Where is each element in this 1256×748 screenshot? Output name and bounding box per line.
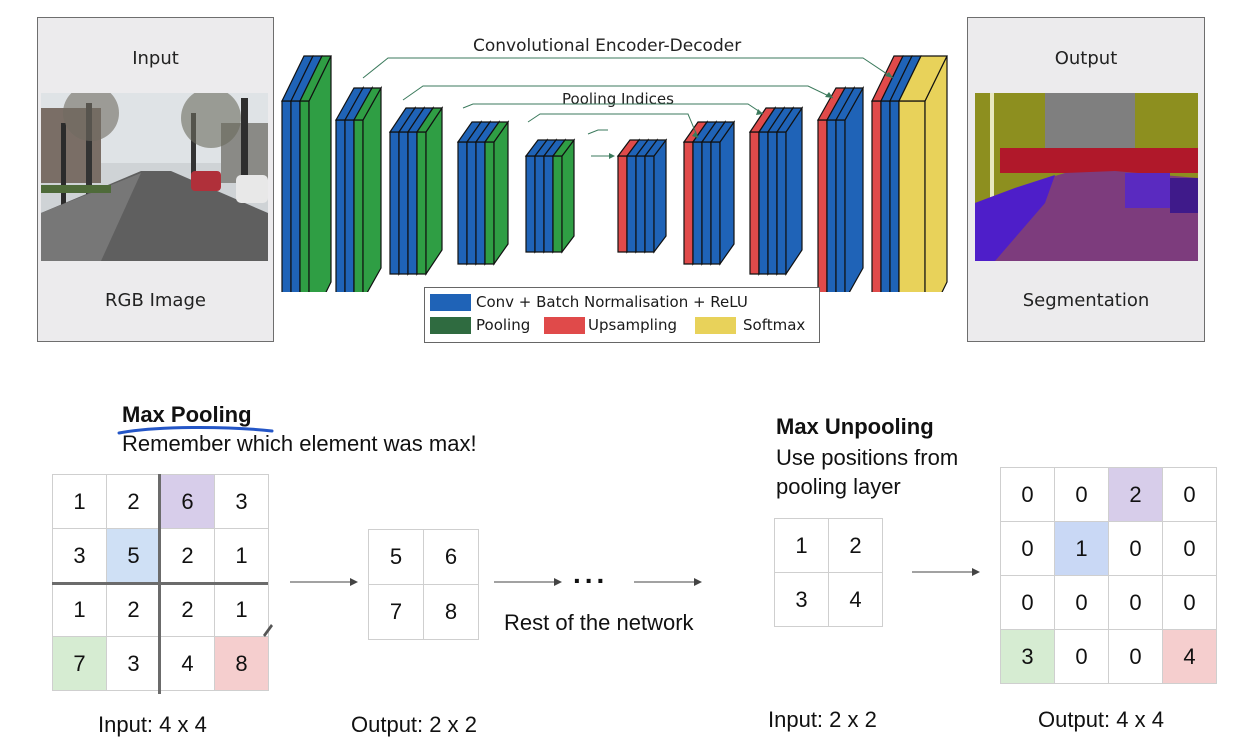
softmax-legend-label: Softmax	[743, 316, 806, 334]
grid-cell: 0	[1000, 521, 1055, 576]
grid-cell: 3	[106, 636, 161, 691]
arrow-to-unpooling-output	[912, 568, 980, 576]
output-panel: Output Segmentation	[967, 17, 1205, 342]
encoder-decoder-title: Convolutional Encoder-Decoder	[473, 36, 742, 56]
grid-cell: 5	[368, 529, 424, 585]
softmax-layer	[898, 55, 948, 292]
grid-cell: 7	[368, 584, 424, 640]
grid-cell: 2	[160, 582, 215, 637]
upsampling-legend-label: Upsampling	[588, 316, 678, 334]
conv-layer	[775, 106, 804, 276]
grid-cell: 4	[160, 636, 215, 691]
grid-cell: 2	[160, 528, 215, 583]
skip-arrow-1	[362, 57, 894, 79]
conv-layer	[834, 85, 865, 292]
conv-layer	[643, 138, 668, 254]
softmax-swatch	[695, 317, 736, 334]
max-pooling-title: Max Pooling	[122, 402, 252, 427]
arrow-to-pooling-output	[290, 578, 358, 586]
grid-cell: 1	[214, 582, 269, 637]
pooling-layer	[415, 106, 444, 276]
segmentation-label: Segmentation	[1022, 290, 1150, 311]
grid-cell: 0	[1054, 629, 1109, 684]
output-label: Output	[1054, 48, 1118, 69]
pooling-layer	[483, 120, 510, 266]
rest-of-network-label: Rest of the network	[504, 610, 694, 635]
pooling-input-caption: Input: 4 x 4	[98, 712, 207, 737]
color-legend: Conv + Batch Normalisation + ReLU Poolin…	[424, 287, 820, 343]
grid-cell: 5	[106, 528, 161, 583]
grid-cell: 4	[1162, 629, 1217, 684]
pooling-layer	[352, 85, 383, 292]
grid-cell: 0	[1108, 629, 1163, 684]
max-unpooling-subtitle-line2: pooling layer	[776, 474, 901, 499]
input-panel: Input RGB Image	[37, 17, 274, 342]
grid-cell: 3	[214, 474, 269, 529]
grid-cell: 8	[423, 584, 479, 640]
grid-cell: 2	[1108, 467, 1163, 522]
handwritten-underline	[117, 425, 274, 435]
pen-cursor-icon	[263, 624, 273, 637]
arrow-to-dots	[494, 578, 562, 586]
grid-cell: 1	[1054, 521, 1109, 576]
grid-cell: 2	[106, 474, 161, 529]
grid-cell: 0	[1000, 575, 1055, 630]
grid-cell: 6	[423, 529, 479, 585]
grid-cell: 0	[1108, 521, 1163, 576]
ellipsis-dots: ...	[573, 558, 609, 589]
pooling-swatch	[430, 317, 471, 334]
max-unpooling-title: Max Unpooling	[776, 414, 934, 439]
grid-cell: 4	[828, 572, 883, 627]
pooling-layer	[299, 55, 332, 292]
max-pooling-subtitle: Remember which element was max!	[122, 431, 477, 456]
arrow-from-dots	[634, 578, 702, 586]
grid-cell: 0	[1162, 521, 1217, 576]
rgb-image-label: RGB Image	[105, 290, 206, 311]
unpooling-input-caption: Input: 2 x 2	[768, 707, 877, 732]
grid-cell: 3	[1000, 629, 1055, 684]
quadrant-divider-horizontal	[52, 582, 268, 585]
grid-cell: 2	[106, 582, 161, 637]
grid-cell: 1	[214, 528, 269, 583]
unpooling-output-caption: Output: 4 x 4	[1038, 707, 1164, 732]
grid-cell: 0	[1000, 467, 1055, 522]
grid-cell: 1	[52, 474, 107, 529]
grid-cell: 0	[1162, 575, 1217, 630]
conv-swatch	[430, 294, 471, 311]
max-unpooling-subtitle-line1: Use positions from	[776, 445, 959, 470]
grid-cell: 2	[828, 518, 883, 573]
pooling-layer	[551, 138, 576, 254]
grid-cell: 6	[160, 474, 215, 529]
segnet-architecture	[281, 55, 948, 292]
grid-cell: 3	[52, 528, 107, 583]
input-label: Input	[132, 48, 179, 69]
grid-cell: 0	[1054, 575, 1109, 630]
upsampling-swatch	[544, 317, 585, 334]
grid-cell: 1	[52, 582, 107, 637]
grid-cell: 0	[1162, 467, 1217, 522]
grid-cell: 0	[1108, 575, 1163, 630]
pooling-legend-label: Pooling	[476, 316, 531, 334]
rgb-street-image	[41, 93, 268, 261]
conv-legend-label: Conv + Batch Normalisation + ReLU	[476, 293, 748, 311]
grid-cell: 8	[214, 636, 269, 691]
segmentation-map-image	[975, 93, 1198, 261]
grid-cell: 0	[1054, 467, 1109, 522]
grid-cell: 7	[52, 636, 107, 691]
grid-cell: 1	[774, 518, 829, 573]
pooling-output-caption: Output: 2 x 2	[351, 712, 477, 737]
grid-cell: 3	[774, 572, 829, 627]
conv-layer	[709, 120, 736, 266]
